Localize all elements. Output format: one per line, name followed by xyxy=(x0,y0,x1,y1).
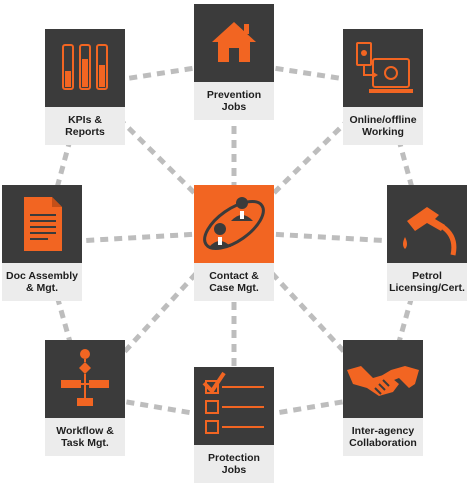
node-label: Protection Jobs xyxy=(208,452,260,476)
node-label: Doc Assembly & Mgt. xyxy=(6,270,78,294)
node-contact-case-mgt[interactable]: Contact & Case Mgt. xyxy=(194,185,274,301)
node-protection-jobs[interactable]: Protection Jobs xyxy=(194,367,274,483)
node-label: Inter-agency Collaboration xyxy=(349,425,417,449)
node-label: Online/offline Working xyxy=(349,114,417,138)
bar-gauge-icon xyxy=(62,44,108,90)
house-icon xyxy=(212,22,256,62)
document-icon xyxy=(24,197,62,251)
handshake-icon xyxy=(347,366,419,396)
flowchart-icon xyxy=(61,349,109,406)
checklist-icon xyxy=(202,371,264,434)
node-label: KPIs & Reports xyxy=(65,114,105,138)
node-label: Contact & Case Mgt. xyxy=(209,270,259,294)
devices-sync-icon xyxy=(356,42,413,93)
node-label: Prevention Jobs xyxy=(206,89,262,113)
node-online-offline-working[interactable]: Online/offline Working xyxy=(343,29,423,145)
fuel-nozzle-icon xyxy=(403,207,457,256)
people-orbit-icon xyxy=(203,197,265,250)
node-kpis-reports[interactable]: KPIs & Reports xyxy=(45,29,125,145)
node-label: Workflow & Task Mgt. xyxy=(56,425,114,449)
node-label: Petrol Licensing/Cert. xyxy=(389,270,465,294)
node-inter-agency-collaboration[interactable]: Inter-agency Collaboration xyxy=(343,340,423,456)
node-doc-assembly[interactable]: Doc Assembly & Mgt. xyxy=(2,185,82,301)
node-petrol-licensing[interactable]: Petrol Licensing/Cert. xyxy=(387,185,467,301)
node-prevention-jobs[interactable]: Prevention Jobs xyxy=(194,4,274,120)
node-workflow-task-mgt[interactable]: Workflow & Task Mgt. xyxy=(45,340,125,456)
